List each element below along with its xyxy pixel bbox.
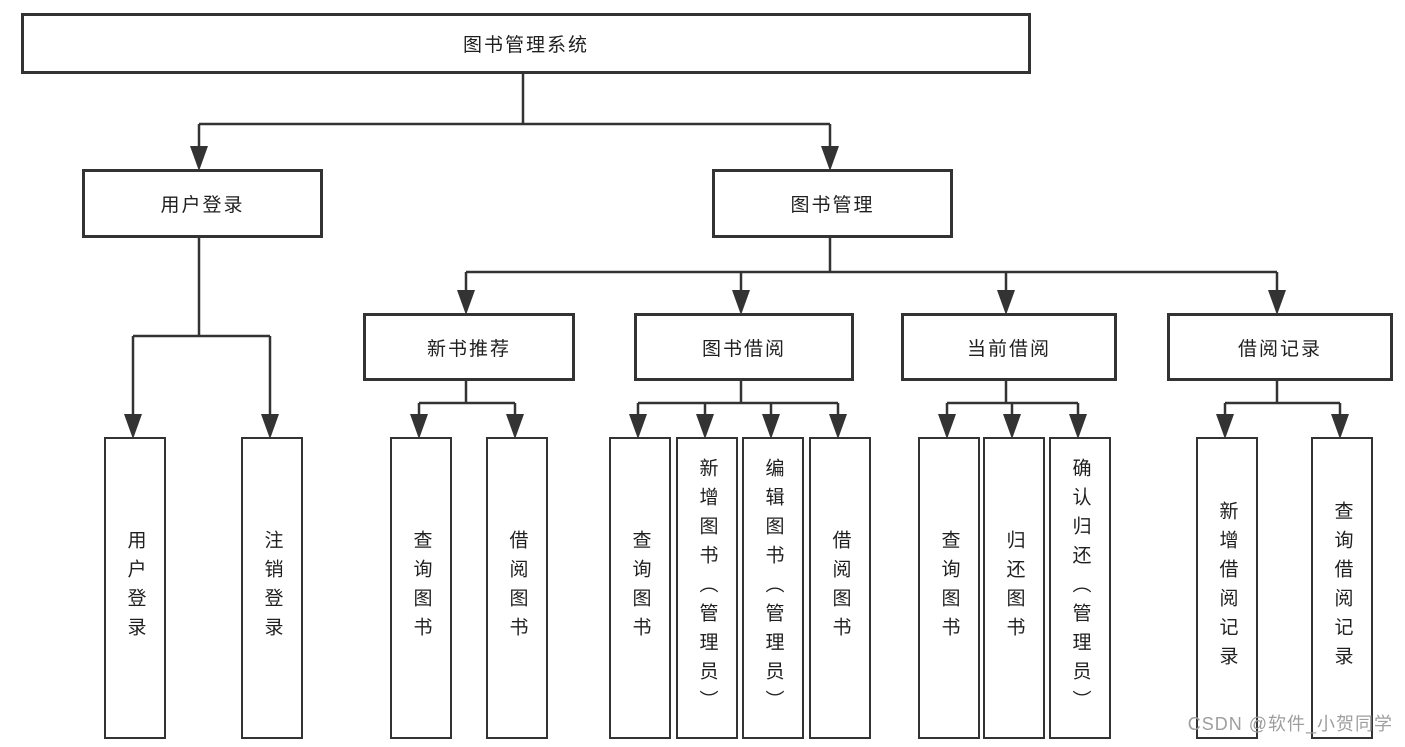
connectors-book-management-to-level3 bbox=[457, 232, 1286, 315]
leaf-current-return-book-label: 归还图书 bbox=[1003, 530, 1025, 646]
node-book-management-label: 图书管理 bbox=[790, 195, 875, 216]
leaf-user-login-label: 用户登录 bbox=[124, 530, 146, 646]
leaf-recommend-borrow-book: 借阅图书 bbox=[486, 437, 548, 739]
leaf-current-query-book-label: 查询图书 bbox=[938, 530, 960, 646]
connectors-new-book-recommend-to-leaves bbox=[410, 375, 524, 439]
leaf-borrow-query-book-label: 查询图书 bbox=[629, 530, 651, 646]
node-current-borrow: 当前借阅 bbox=[901, 313, 1117, 381]
node-book-borrow: 图书借阅 bbox=[634, 313, 854, 381]
leaf-borrow-edit-book-admin: 编辑图书（管理员） bbox=[742, 437, 804, 739]
node-root: 图书管理系统 bbox=[21, 13, 1031, 74]
leaf-current-return-book: 归还图书 bbox=[983, 437, 1045, 739]
node-book-borrow-label: 图书借阅 bbox=[701, 338, 786, 360]
node-user-login-label: 用户登录 bbox=[160, 195, 245, 216]
node-new-book-recommend: 新书推荐 bbox=[363, 313, 575, 381]
connectors-root-to-level2 bbox=[190, 68, 839, 171]
leaf-borrow-edit-book-admin-label: 编辑图书（管理员） bbox=[762, 457, 784, 719]
leaf-current-confirm-return-admin-label: 确认归还（管理员） bbox=[1069, 457, 1091, 719]
leaf-logout-login: 注销登录 bbox=[241, 437, 303, 739]
connectors-book-borrow-to-leaves bbox=[629, 375, 847, 439]
leaf-borrow-borrow-book: 借阅图书 bbox=[809, 437, 871, 739]
leaf-record-query-label: 查询借阅记录 bbox=[1331, 501, 1353, 675]
leaf-borrow-borrow-book-label: 借阅图书 bbox=[829, 530, 851, 646]
leaf-borrow-add-book-admin-label: 新增图书（管理员） bbox=[696, 457, 718, 719]
connectors-user-login-to-leaves bbox=[124, 232, 279, 439]
leaf-current-query-book: 查询图书 bbox=[918, 437, 980, 739]
csdn-watermark: CSDN @软件_小贺同学 bbox=[1187, 714, 1393, 734]
leaf-recommend-query-book-label: 查询图书 bbox=[410, 530, 432, 646]
leaf-current-confirm-return-admin: 确认归还（管理员） bbox=[1049, 437, 1111, 739]
node-borrow-record: 借阅记录 bbox=[1167, 313, 1393, 381]
node-root-label: 图书管理系统 bbox=[462, 35, 589, 56]
node-user-login: 用户登录 bbox=[82, 169, 323, 238]
leaf-borrow-add-book-admin: 新增图书（管理员） bbox=[676, 437, 738, 739]
leaf-record-query: 查询借阅记录 bbox=[1311, 437, 1373, 739]
node-borrow-record-label: 借阅记录 bbox=[1237, 338, 1322, 360]
node-new-book-recommend-label: 新书推荐 bbox=[426, 338, 511, 360]
leaf-logout-login-label: 注销登录 bbox=[261, 530, 283, 646]
node-book-management: 图书管理 bbox=[712, 169, 953, 238]
node-current-borrow-label: 当前借阅 bbox=[966, 338, 1051, 360]
leaf-recommend-borrow-book-label: 借阅图书 bbox=[506, 530, 528, 646]
leaf-record-add: 新增借阅记录 bbox=[1196, 437, 1258, 739]
connectors-current-borrow-to-leaves bbox=[938, 375, 1087, 439]
leaf-recommend-query-book: 查询图书 bbox=[390, 437, 452, 739]
leaf-user-login: 用户登录 bbox=[104, 437, 166, 739]
leaf-record-add-label: 新增借阅记录 bbox=[1216, 501, 1238, 675]
connectors-borrow-record-to-leaves bbox=[1216, 375, 1349, 439]
leaf-borrow-query-book: 查询图书 bbox=[609, 437, 671, 739]
